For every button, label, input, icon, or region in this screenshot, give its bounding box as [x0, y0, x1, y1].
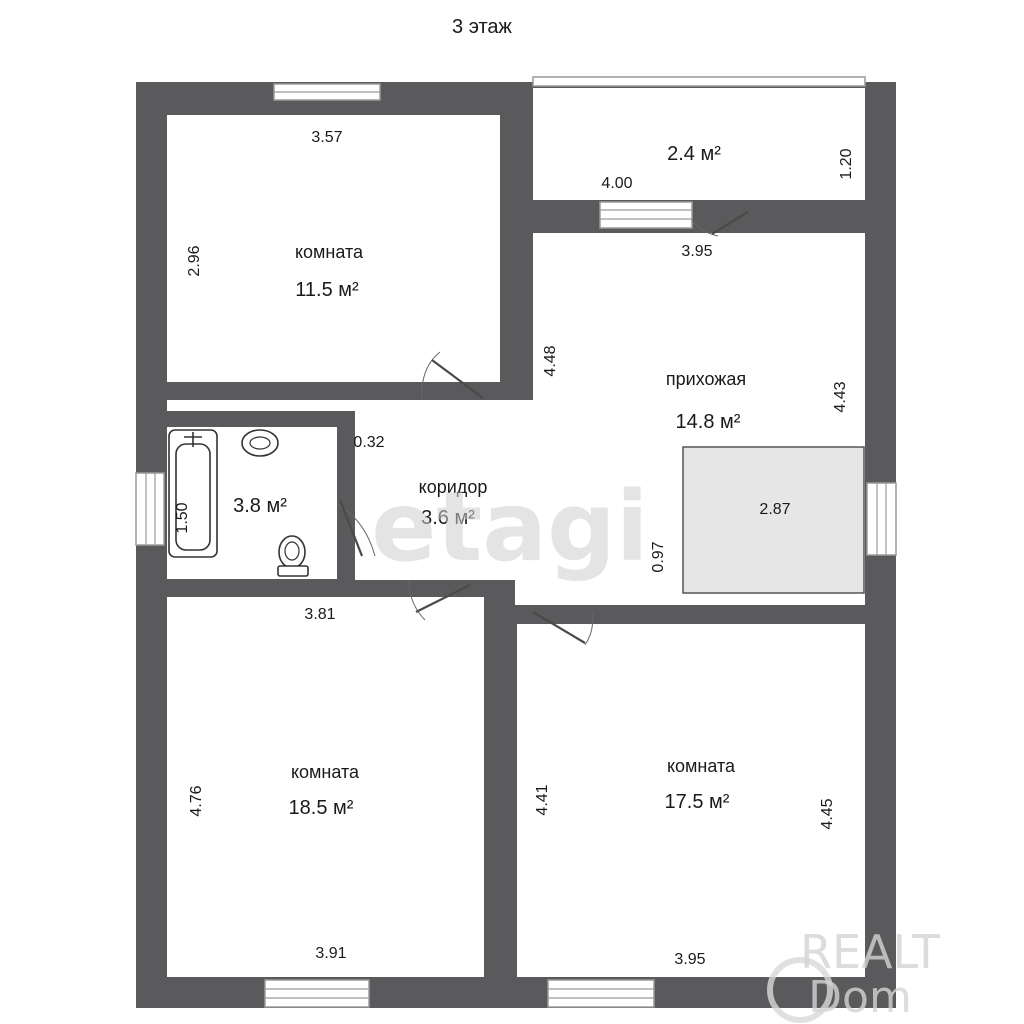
hallway-area: 14.8 м²	[676, 411, 741, 433]
balcony-area: 2.4 м²	[667, 143, 721, 165]
window-bottom-left	[264, 979, 370, 1008]
balcony-floor	[533, 88, 865, 200]
dim-wardrobe: 2.87	[759, 501, 790, 518]
realt-watermark-line1: REALT	[800, 925, 941, 979]
dim-hallway-width: 3.95	[681, 243, 712, 260]
room-top-left-name: комната	[295, 242, 364, 262]
dim-corridor-gap: 0.32	[353, 434, 384, 451]
realt-watermark: REALT Dom	[767, 925, 941, 1023]
bathroom-area: 3.8 м²	[233, 495, 287, 517]
doors	[337, 211, 749, 646]
etagi-watermark: etagi	[371, 471, 648, 583]
dim-top-left-width: 3.57	[311, 129, 342, 146]
room-floors	[167, 88, 865, 977]
sink-icon	[241, 429, 279, 457]
corridor-name: коридор	[419, 477, 488, 497]
dim-bottom-right-left: 4.41	[534, 784, 551, 815]
windows	[135, 76, 897, 1008]
dim-bottom-left-height: 4.76	[188, 785, 205, 816]
toilet-icon	[277, 535, 309, 577]
dim-top-left-height: 2.96	[186, 245, 203, 276]
room-bottom-right-area: 17.5 м²	[665, 791, 730, 813]
room-bottom-right-name: комната	[667, 756, 736, 776]
window-balcony-top	[532, 76, 866, 87]
room-top-left-area: 11.5 м²	[295, 279, 359, 301]
corridor-area: 3.6 м²	[421, 507, 475, 529]
dim-bottom-left-bottom: 3.91	[315, 945, 346, 962]
room-bottom-left-area: 18.5 м²	[289, 797, 354, 819]
dim-bottom-left-top: 3.81	[304, 606, 335, 623]
window-bottom-right	[547, 979, 655, 1008]
dim-bottom-right-bottom: 3.95	[674, 951, 705, 968]
dim-hallway-left: 4.48	[542, 345, 559, 376]
dim-balcony-width: 4.00	[601, 175, 632, 192]
window-hallway-right	[866, 482, 897, 556]
window-balcony-door	[599, 201, 693, 229]
window-bathroom	[135, 472, 165, 546]
bathtub-icon	[168, 429, 218, 558]
dim-balcony-height: 1.20	[838, 148, 855, 179]
dim-bottom-right-right: 4.45	[819, 798, 836, 829]
room-bottom-left-floor	[167, 597, 484, 977]
dim-hallway-gap: 0.97	[650, 541, 667, 572]
dim-bath-height: 1.50	[174, 502, 191, 533]
realt-watermark-line2: Dom	[808, 972, 912, 1023]
room-top-left-floor	[167, 115, 500, 382]
floor-title: 3 этаж	[452, 16, 513, 38]
wardrobe-block	[682, 446, 865, 594]
room-bottom-left-name: комната	[291, 762, 360, 782]
room-bottom-right-floor	[517, 624, 865, 977]
dim-hallway-right: 4.43	[832, 381, 849, 412]
hallway-name: прихожая	[666, 369, 746, 389]
